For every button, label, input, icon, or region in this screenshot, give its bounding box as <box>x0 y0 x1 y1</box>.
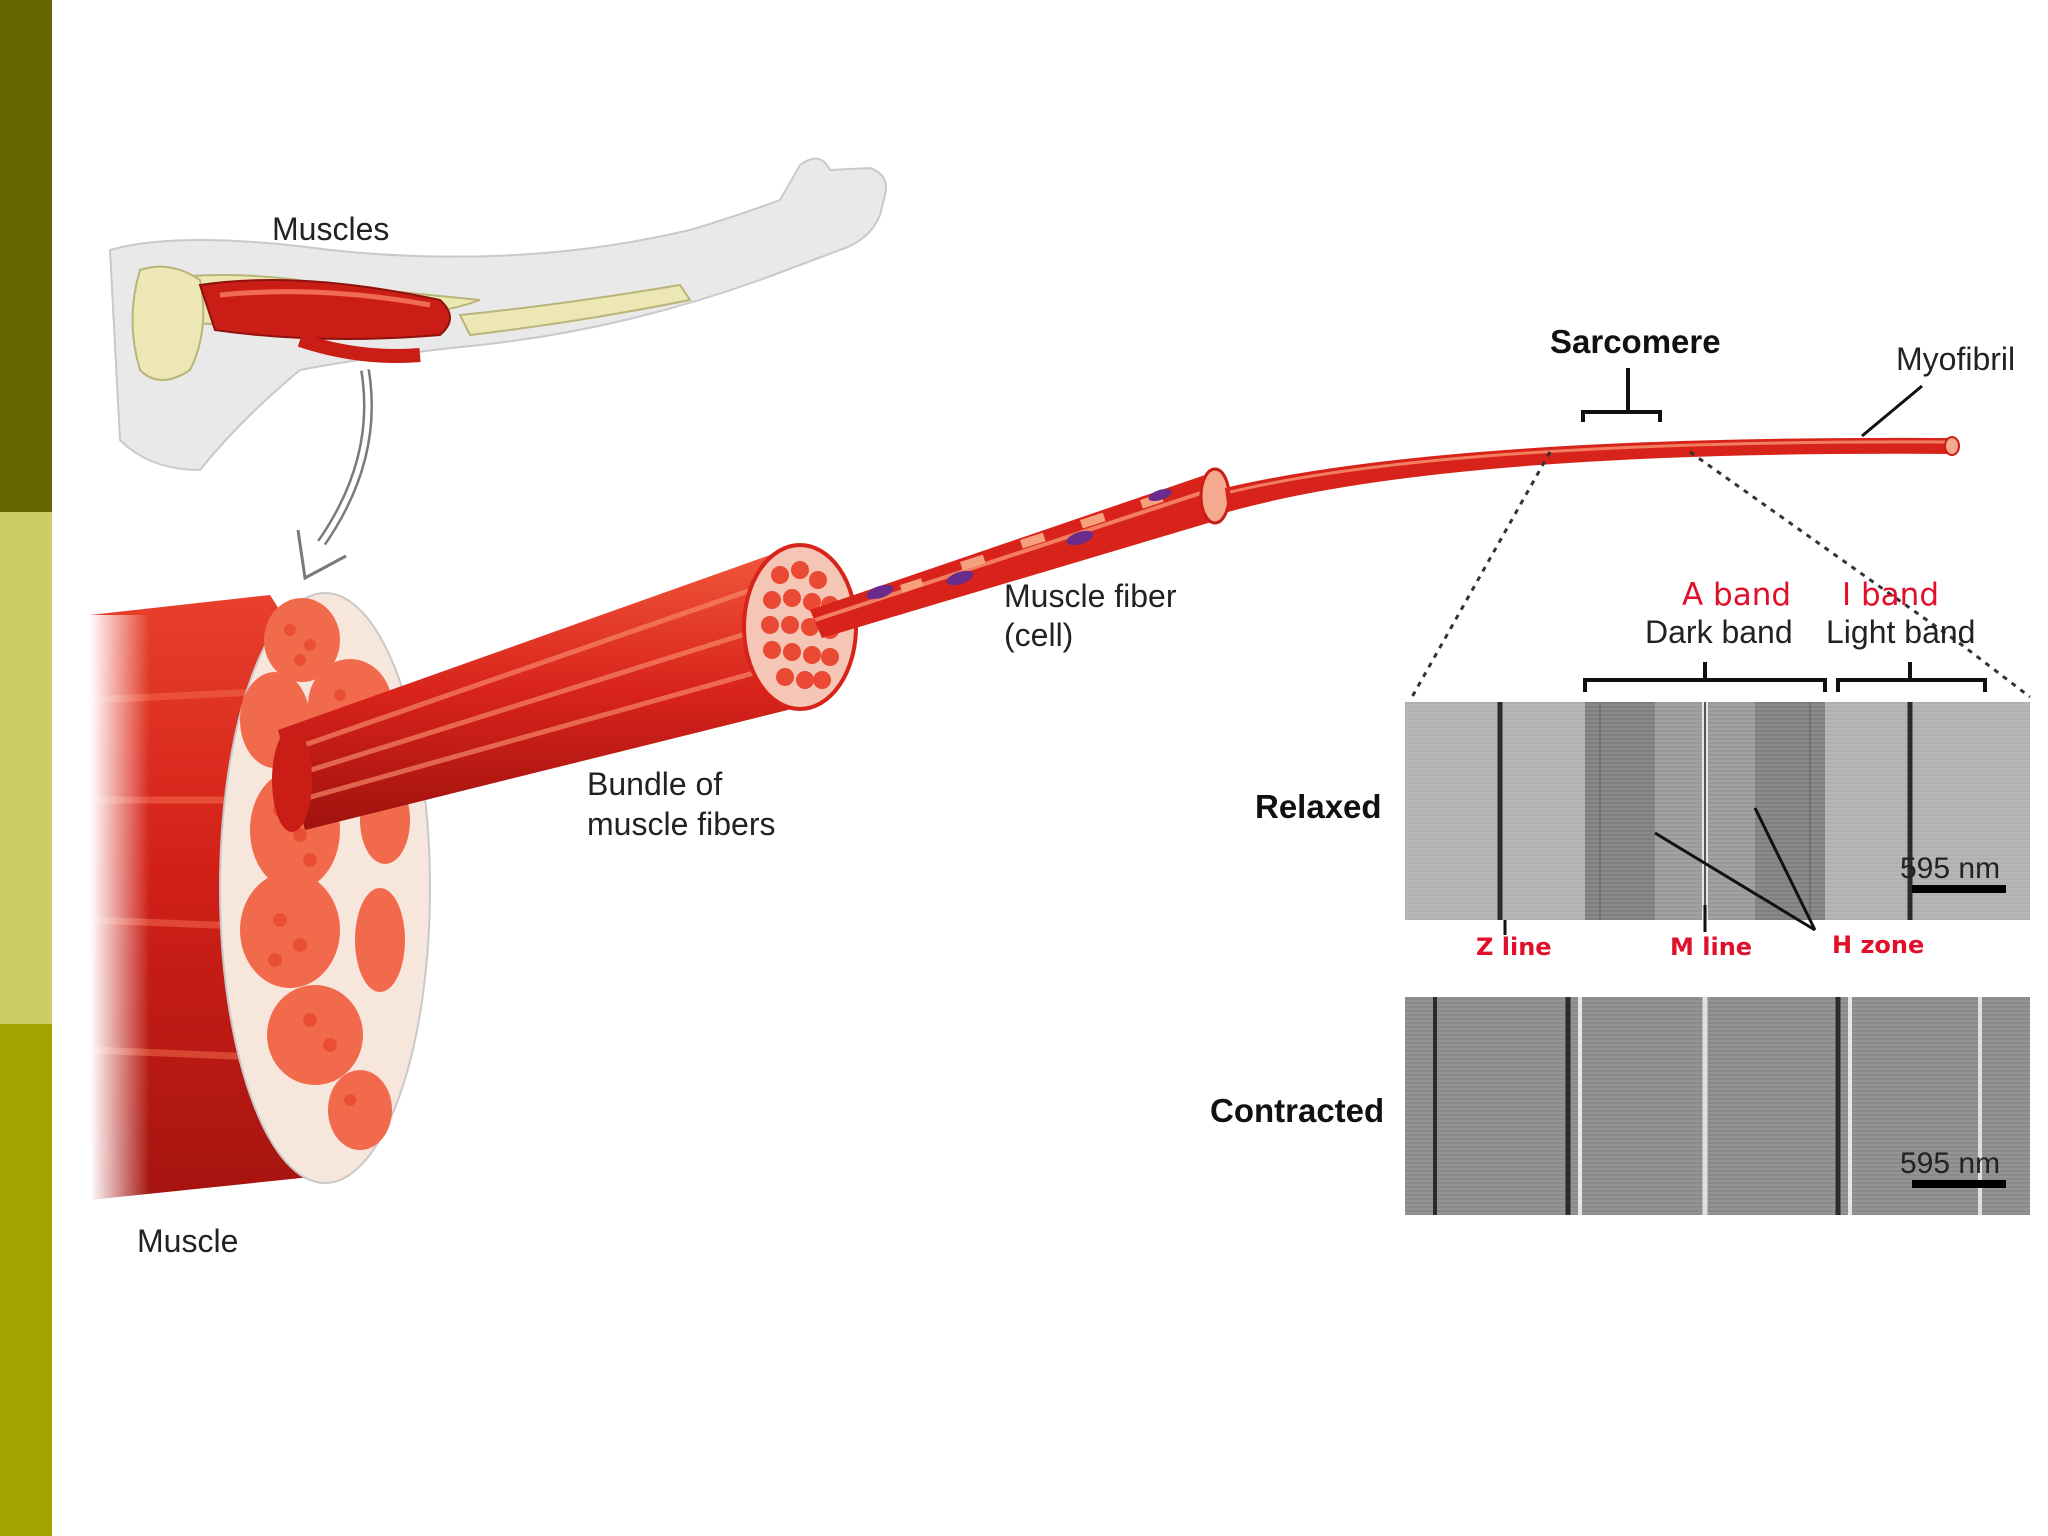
contracted-scale-bar <box>1912 1180 2006 1188</box>
sidebar-segment-bottom <box>0 1024 52 1536</box>
muscle-fiber-illustration <box>810 467 1231 638</box>
slide-sidebar <box>0 0 52 1536</box>
label-i-band: I band <box>1842 577 1939 613</box>
band-brackets <box>1583 662 1987 692</box>
label-contracted: Contracted <box>1210 1092 1384 1129</box>
label-relaxed: Relaxed <box>1255 788 1382 825</box>
label-fiber-line1: Muscle fiber <box>1004 578 1177 614</box>
label-dark-band: Dark band <box>1645 614 1793 650</box>
arm-illustration <box>108 157 887 472</box>
label-h-zone: H zone <box>1832 931 1924 959</box>
label-m-line: M line <box>1670 933 1752 961</box>
myofibril-pointer <box>1861 384 1923 438</box>
fiber-bundle-illustration <box>272 543 858 832</box>
annotation-pointers <box>1503 807 1817 935</box>
contracted-micrograph <box>1405 997 2030 1215</box>
zoom-dotted-lines <box>1410 450 2031 699</box>
relaxed-scale-bar <box>1912 885 2006 893</box>
relaxed-micrograph <box>1405 702 2030 920</box>
myofibril-illustration <box>1225 436 1960 512</box>
label-myofibril: Myofibril <box>1896 341 2015 377</box>
label-bundle-line1: Bundle of <box>587 766 722 802</box>
label-muscles: Muscles <box>272 211 389 247</box>
muscle-illustration <box>89 592 431 1200</box>
label-muscle: Muscle <box>137 1223 238 1259</box>
label-scale-relaxed: 595 nm <box>1900 852 2000 885</box>
sarcomere-bracket <box>1581 368 1662 422</box>
label-light-band: Light band <box>1826 614 1975 650</box>
zoom-arrow <box>296 369 373 581</box>
sidebar-segment-top <box>0 0 52 512</box>
label-fiber-line2: (cell) <box>1004 617 1073 653</box>
label-z-line: Z line <box>1476 933 1552 961</box>
label-bundle-line2: muscle fibers <box>587 806 776 842</box>
sidebar-segment-middle <box>0 512 52 1024</box>
label-a-band: A band <box>1682 577 1791 613</box>
label-sarcomere: Sarcomere <box>1550 323 1721 360</box>
label-scale-contracted: 595 nm <box>1900 1147 2000 1180</box>
